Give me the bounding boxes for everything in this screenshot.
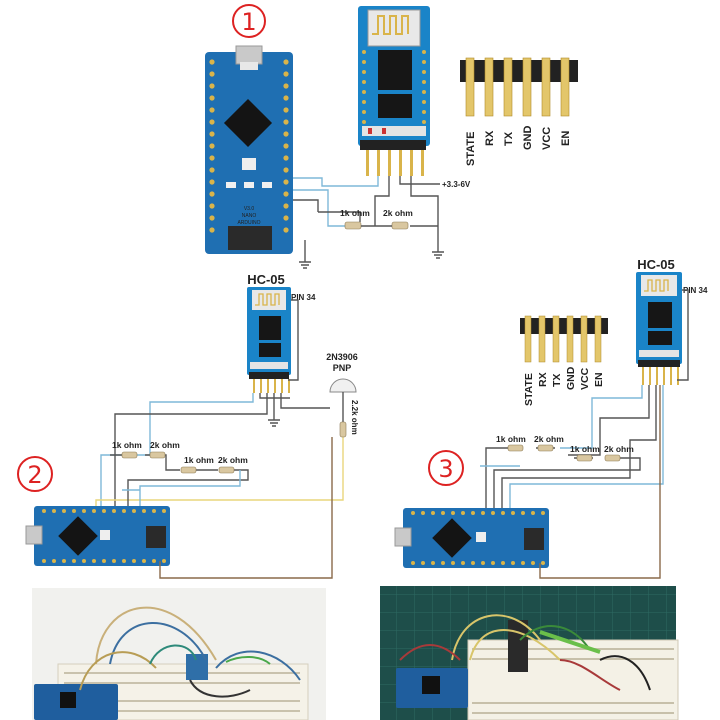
pin-header-1: STATE RX TX GND VCC EN: [460, 57, 578, 166]
p1-voltage-label: +3.3-6V: [442, 180, 471, 189]
hc05-module-3: [636, 272, 682, 385]
p3-resistor-a1: 1k ohm: [496, 434, 526, 444]
p1-pin-label-state: STATE: [465, 132, 477, 166]
p2-resistor-a2: 2k ohm: [150, 440, 180, 450]
p3-resistor-b1: 1k ohm: [570, 444, 600, 454]
panel-1-number: 1: [241, 8, 256, 36]
p2-transistor-label: 2N3906: [326, 352, 358, 362]
nano-text-name: NANO: [242, 213, 257, 219]
arduino-nano-board-2: [25, 506, 170, 566]
arduino-nano-board-3: [394, 508, 549, 568]
panel-1-resistors: [344, 221, 409, 230]
nano-text-brand: ARDUINO: [237, 220, 260, 226]
panel-3-number-circle: [428, 450, 464, 486]
p2-module-title: HC-05: [247, 272, 285, 287]
p3-module-title: HC-05: [637, 257, 675, 272]
p1-pin-label-gnd: GND: [522, 126, 534, 151]
panel-2-resistors: [121, 421, 347, 474]
panel-1-wires: [293, 176, 444, 269]
p2-transistor-type: PNP: [333, 363, 352, 373]
p2-resistor-b1: 1k ohm: [184, 455, 214, 465]
p3-pin-label-tx: TX: [551, 374, 563, 387]
panel-1: 1 V3.0 NANO ARDUINO: [205, 4, 578, 269]
panel-3: 3 HC-05 PIN 34 STATE RX TX: [394, 257, 708, 579]
arduino-nano-board-1: V3.0 NANO ARDUINO: [205, 45, 293, 254]
hc05-module-1: [358, 6, 430, 176]
p3-pin-label-en: EN: [593, 372, 605, 387]
pin-header-3: STATE RX TX GND VCC EN: [520, 315, 608, 406]
hc05-module-2: [247, 287, 291, 393]
panel-3-resistors: [507, 444, 621, 462]
panel-3-number: 3: [438, 455, 453, 483]
p1-pin-label-en: EN: [560, 131, 572, 146]
photo-right: [380, 586, 679, 720]
p3-pin-label-gnd: GND: [565, 366, 577, 390]
nano-text-version: V3.0: [244, 206, 255, 212]
p3-pin-label-rx: RX: [537, 372, 549, 387]
p3-pin34-label: PIN 34: [683, 286, 708, 295]
p3-pin-label-vcc: VCC: [579, 367, 591, 390]
panel-2-wires: [95, 299, 344, 579]
photo-left: [32, 588, 326, 720]
panel-2: 2 HC-05 PIN 34 2N3906 PNP 2.2k ohm: [17, 272, 359, 579]
p2-pin34-label: PIN 34: [291, 293, 316, 302]
panel-1-number-circle: [232, 4, 266, 38]
panel-2-number: 2: [27, 461, 42, 489]
p3-resistor-a2: 2k ohm: [534, 434, 564, 444]
p3-pin-label-state: STATE: [523, 373, 535, 406]
p1-pin-label-rx: RX: [484, 130, 496, 146]
p3-resistor-b2: 2k ohm: [604, 444, 634, 454]
p1-pin-label-tx: TX: [503, 131, 515, 146]
p1-resistor-2k: 2k ohm: [383, 208, 413, 218]
panel-2-number-circle: [17, 456, 53, 492]
p1-pin-label-vcc: VCC: [541, 127, 553, 150]
p2-resistor-2.2k: 2.2k ohm: [350, 400, 359, 435]
p2-resistor-a1: 1k ohm: [112, 440, 142, 450]
pnp-transistor: [329, 378, 357, 393]
p2-resistor-b2: 2k ohm: [218, 455, 248, 465]
p1-resistor-1k: 1k ohm: [340, 208, 370, 218]
